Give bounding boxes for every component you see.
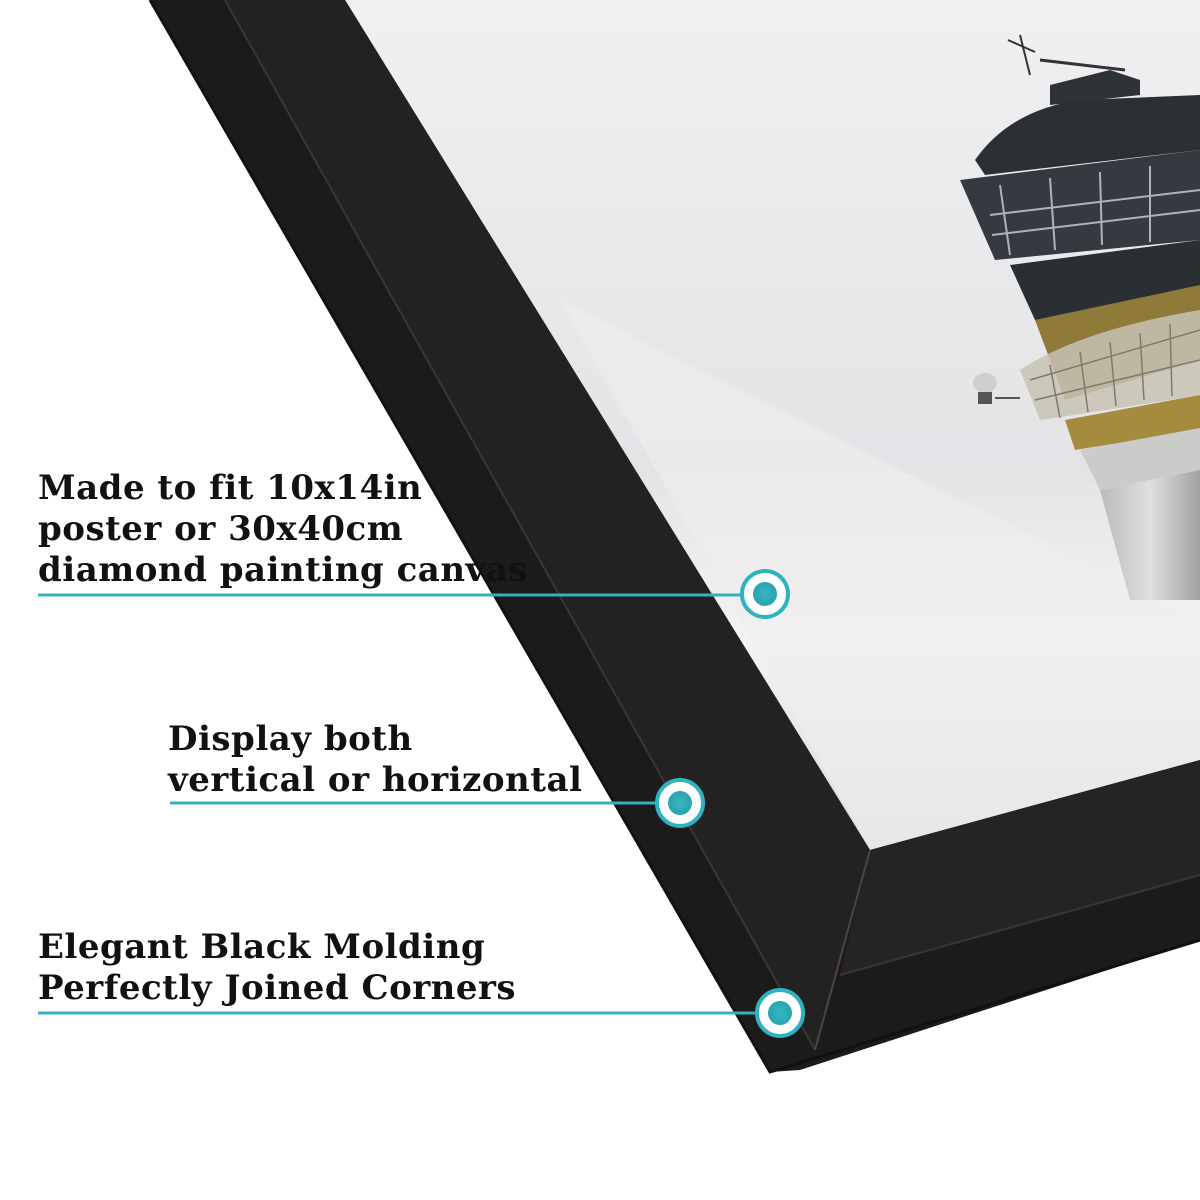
callout-marker-1: [740, 569, 790, 619]
callout-orientation-line-1: Display both: [168, 719, 413, 759]
sea-horizon: [560, 300, 1200, 850]
callout-fit-size: Made to fit 10x14in poster or 30x40cm di…: [38, 468, 528, 591]
frame-bevel-left: [225, 0, 870, 1050]
callout-orientation-line-2: vertical or horizontal: [168, 760, 583, 800]
callout-orientation: Display both vertical or horizontal: [168, 719, 582, 801]
mitre-joint: [814, 849, 871, 1051]
callout-fit-size-line-2: poster or 30x40cm: [38, 509, 404, 549]
lighthouse-image: [960, 34, 1200, 600]
callout-molding-line-1: Elegant Black Molding: [38, 927, 486, 967]
callout-molding: Elegant Black Molding Perfectly Joined C…: [38, 927, 516, 1009]
callout-marker-2: [655, 778, 705, 828]
callout-marker-3: [755, 988, 805, 1038]
callout-fit-size-line-1: Made to fit 10x14in: [38, 468, 423, 508]
callout-fit-size-line-3: diamond painting canvas: [38, 550, 528, 590]
frame-bevel-bottom: [840, 760, 1200, 975]
callout-molding-line-2: Perfectly Joined Corners: [38, 968, 517, 1008]
